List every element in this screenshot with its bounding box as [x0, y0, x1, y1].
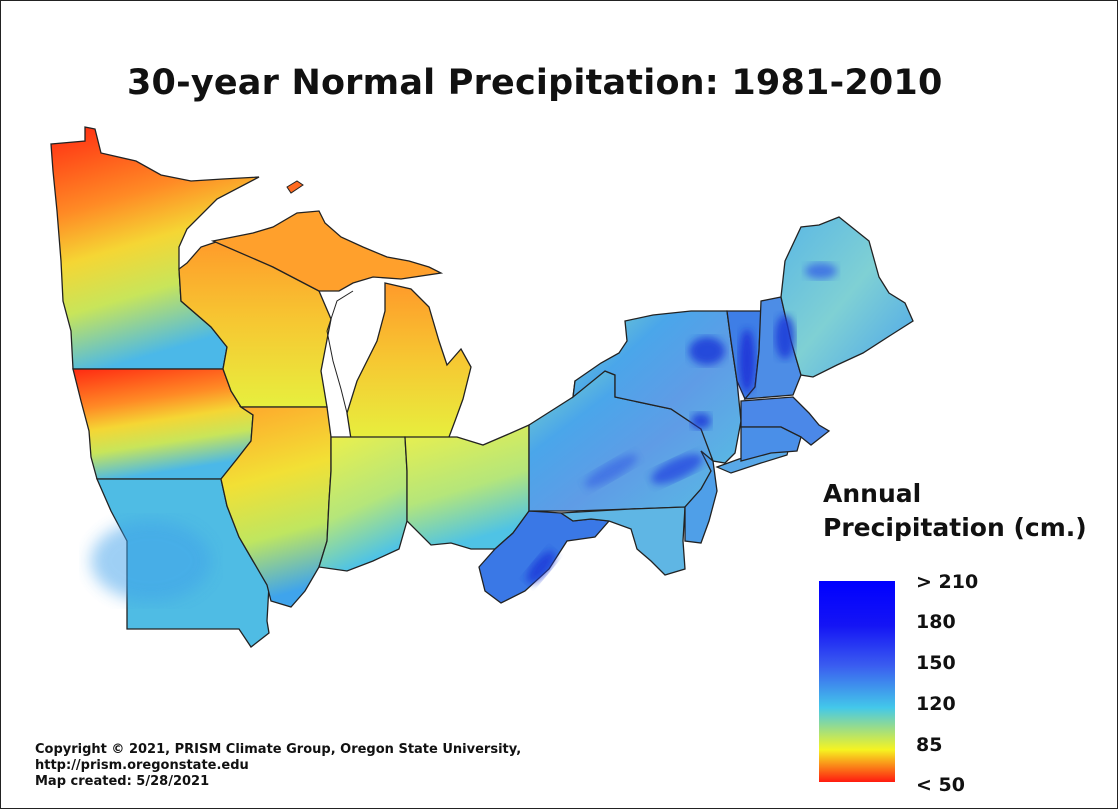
state-minnesota	[50, 126, 260, 370]
state-ohio	[404, 423, 530, 550]
legend-tick: 120	[916, 693, 956, 715]
state-michigan-lower	[346, 282, 472, 440]
state-maine	[780, 216, 914, 378]
state-maryland	[559, 506, 686, 576]
map-title: 30-year Normal Precipitation: 1981-2010	[127, 63, 943, 103]
map-created-date: Map created: 5/28/2021	[35, 774, 210, 789]
state-iowa	[72, 368, 254, 480]
state-connecticut	[740, 426, 802, 462]
legend-color-bar	[819, 581, 895, 782]
legend-tick: 85	[916, 734, 943, 756]
legend-title-line1: Annual	[823, 479, 922, 508]
legend-tick: < 50	[916, 774, 965, 796]
lake-michigan-shore	[326, 290, 354, 414]
legend-title: Annual Precipitation (cm.)	[823, 477, 1087, 545]
precipitation-hotspots	[91, 263, 837, 601]
island-isle-royale	[286, 180, 304, 194]
state-indiana	[318, 436, 408, 572]
state-michigan-upper	[210, 210, 444, 292]
map-credits: Copyright © 2021, PRISM Climate Group, O…	[35, 742, 521, 790]
copyright-text: Copyright © 2021, PRISM Climate Group, O…	[35, 742, 522, 757]
legend-tick: 150	[916, 652, 956, 674]
legend-tick: 180	[916, 611, 956, 633]
source-url: http://prism.oregonstate.edu	[35, 758, 249, 773]
legend-title-line2: Precipitation (cm.)	[823, 513, 1087, 542]
state-new-jersey	[684, 450, 718, 544]
legend-tick: > 210	[916, 571, 979, 593]
